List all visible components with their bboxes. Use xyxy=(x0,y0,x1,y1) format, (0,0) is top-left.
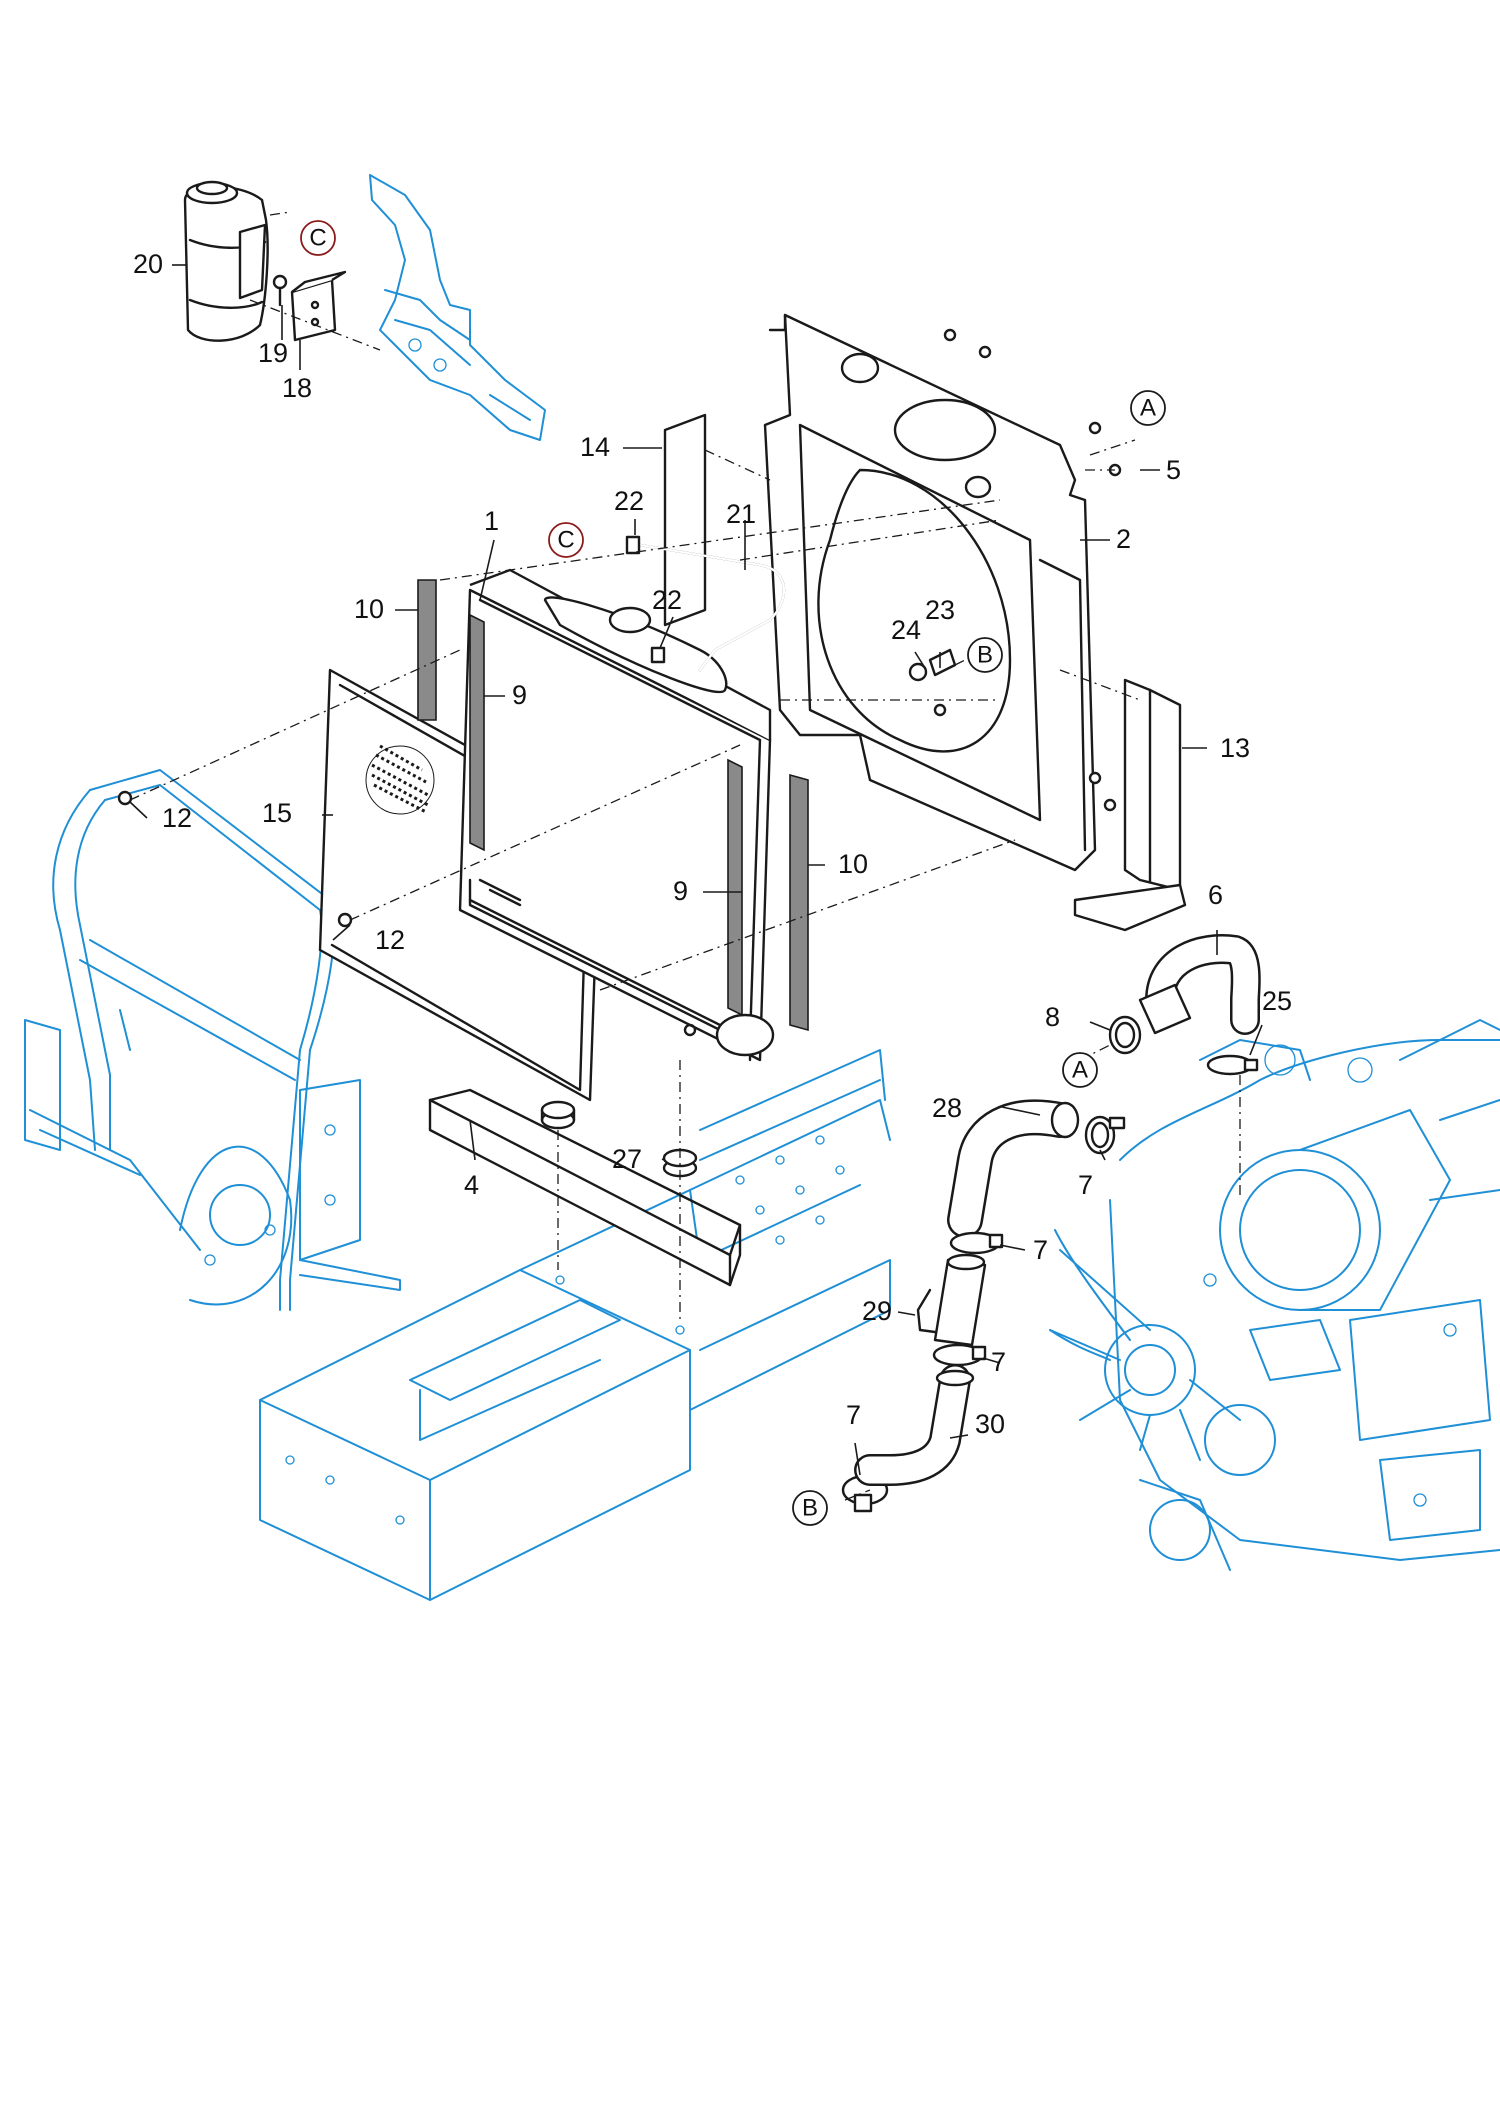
callout-1: 1 xyxy=(484,506,499,536)
upper-tank-hose xyxy=(638,543,785,672)
callout-6: 6 xyxy=(1208,880,1223,910)
foam-seal-right xyxy=(789,773,809,1032)
lower-support-bracket xyxy=(428,1088,742,1287)
ref-circle-C-hose: C xyxy=(548,522,584,558)
callout-5: 5 xyxy=(1166,455,1181,485)
radiator xyxy=(458,568,775,1062)
hose-clamp-8 xyxy=(1108,1015,1142,1055)
callout-29: 29 xyxy=(862,1296,892,1326)
ref-circle-B-hose: B xyxy=(792,1490,828,1526)
engine-inlet-hose xyxy=(1145,934,1261,1035)
callout-24: 24 xyxy=(891,615,921,645)
callout-7-b: 7 xyxy=(1033,1235,1048,1265)
foam-seal-left xyxy=(417,579,437,721)
guard-bolt-upper xyxy=(117,790,133,806)
tank-mounting-bracket-context xyxy=(369,174,546,441)
callout-9-left: 9 xyxy=(512,680,527,710)
hose-clamp-upper xyxy=(625,535,641,555)
callout-25: 25 xyxy=(1262,986,1292,1016)
callout-20: 20 xyxy=(133,249,163,279)
ref-circle-A-shroud: A xyxy=(1130,390,1166,426)
svg-text:C: C xyxy=(557,527,574,554)
callout-23: 23 xyxy=(925,595,955,625)
svg-text:C: C xyxy=(309,225,326,252)
hose-clamp-7-c xyxy=(932,1343,987,1367)
callout-8: 8 xyxy=(1045,1002,1060,1032)
callout-7-a: 7 xyxy=(1078,1170,1093,1200)
guard-bolt-lower xyxy=(337,912,353,928)
hose-clamp-25 xyxy=(1206,1054,1259,1076)
callout-30: 30 xyxy=(975,1409,1005,1439)
side-seal-left xyxy=(469,613,485,852)
callout-12-lower: 12 xyxy=(375,925,405,955)
callout-labels: 20 19 18 14 22 21 1 22 2 5 10 9 23 24 15… xyxy=(133,249,1292,1439)
connecting-pipe xyxy=(916,1253,987,1347)
callout-22-mid: 22 xyxy=(652,585,682,615)
screen-perforation xyxy=(365,744,435,815)
callout-12-upper: 12 xyxy=(162,803,192,833)
svg-text:B: B xyxy=(802,1495,818,1522)
callout-10-left: 10 xyxy=(354,594,384,624)
callout-13: 13 xyxy=(1220,733,1250,763)
rubber-mount-left xyxy=(540,1100,576,1130)
callout-10-right: 10 xyxy=(838,849,868,879)
callout-7-c: 7 xyxy=(991,1347,1006,1377)
callout-22-top: 22 xyxy=(614,486,644,516)
lower-hose-upper-section xyxy=(947,1099,1080,1238)
leader-lines xyxy=(129,264,1263,1476)
callout-19: 19 xyxy=(258,338,288,368)
tank-bracket xyxy=(290,270,347,342)
hose-clamp-7-b xyxy=(949,1231,1004,1255)
svg-text:B: B xyxy=(977,642,993,669)
side-seal-right xyxy=(727,758,743,1017)
ref-circle-C-tank: C xyxy=(300,220,336,256)
callout-9-right: 9 xyxy=(673,876,688,906)
svg-text:A: A xyxy=(1072,1057,1088,1084)
coolant-reservoir-tank xyxy=(183,180,269,342)
hose-clamp-7-a xyxy=(1084,1115,1126,1155)
callout-2: 2 xyxy=(1116,524,1131,554)
assembly-centerlines xyxy=(129,211,1241,1501)
drain-cap xyxy=(908,662,928,682)
fan-shroud xyxy=(763,313,1097,872)
ref-circle-B-shroud: B xyxy=(967,637,1003,673)
hose-clamp-lower xyxy=(650,646,666,664)
rear-shroud-seal xyxy=(1073,678,1187,932)
callout-4: 4 xyxy=(464,1170,479,1200)
callout-21: 21 xyxy=(726,499,756,529)
side-shroud-seal xyxy=(663,413,707,627)
ref-circle-A-hose: A xyxy=(1062,1052,1098,1088)
engine-context xyxy=(1049,1019,1500,1571)
callout-28: 28 xyxy=(932,1093,962,1123)
hose-connector xyxy=(1138,983,1192,1035)
callout-18: 18 xyxy=(282,373,312,403)
bracket-bolt xyxy=(272,274,288,307)
callout-15: 15 xyxy=(262,798,292,828)
callout-14: 14 xyxy=(580,432,610,462)
svg-text:A: A xyxy=(1140,395,1156,422)
lower-hose-lower-section xyxy=(854,1364,975,1486)
callout-7-d: 7 xyxy=(846,1400,861,1430)
callout-27: 27 xyxy=(612,1144,642,1174)
